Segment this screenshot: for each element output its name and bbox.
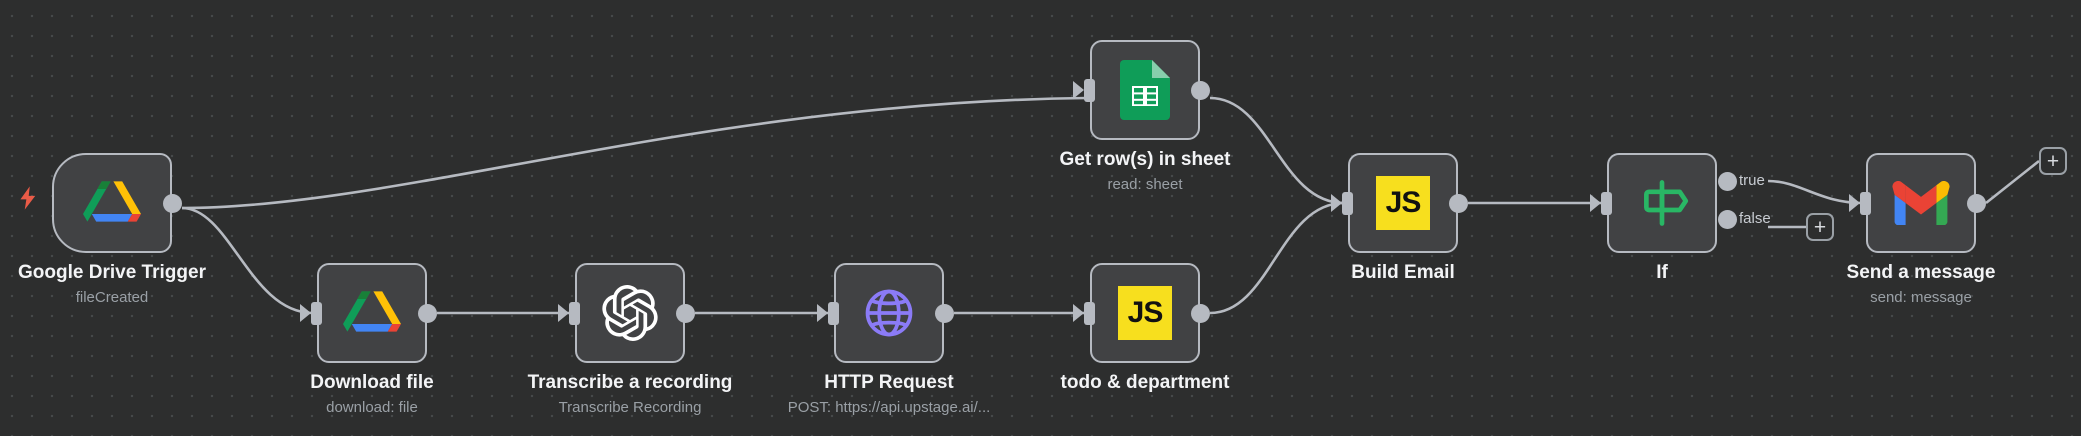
edge-send-a-message-to-add-after-send-a-message [1985,159,2040,205]
node-label-google-drive-trigger: Google Drive Trigger fileCreated [0,261,312,308]
node-subtitle-get-rows-in-sheet: read: sheet [1107,176,1183,193]
edge-google-drive-trigger-to-get-rows-in-sheet [181,96,1088,210]
node-title-get-rows-in-sheet: Get row(s) in sheet [1059,149,1231,170]
node-subtitle-transcribe-a-recording: Transcribe Recording [558,399,702,416]
output-port-if-true[interactable] [1717,171,1737,191]
output-port-http-request[interactable] [934,303,954,323]
input-port-send-a-message[interactable] [1849,191,1871,215]
add-after-send-a-message-icon[interactable]: + [2039,147,2067,175]
node-title-download-file: Download file [310,372,434,393]
node-subtitle-send-a-message: send: message [1870,289,1972,306]
edge-get-rows-in-sheet-to-build-email [1209,96,1345,205]
edge-todo-and-department-to-build-email [1209,201,1345,315]
node-build-email[interactable]: JS [1348,153,1458,253]
node-google-drive-trigger[interactable] [52,153,172,253]
node-if[interactable] [1607,153,1717,253]
input-port-http-request[interactable] [817,301,839,325]
node-http-request[interactable] [834,263,944,363]
node-label-build-email: Build Email [1203,261,1603,285]
google-sheets-icon [1120,60,1170,120]
node-label-get-rows-in-sheet: Get row(s) in sheet read: sheet [945,148,1345,195]
output-port-build-email[interactable] [1448,193,1468,213]
output-port-transcribe-a-recording[interactable] [675,303,695,323]
output-port-download-file[interactable] [417,303,437,323]
node-label-send-a-message: Send a message send: message [1721,261,2081,308]
node-title-todo-and-department: todo & department [1060,372,1230,393]
add-after-if-false-icon[interactable]: + [1806,213,1834,241]
node-label-todo-and-department: todo & department [945,371,1345,395]
output-port-todo-and-department[interactable] [1190,303,1210,323]
node-subtitle-download-file: download: file [326,399,418,416]
globe-icon [861,285,917,341]
node-title-build-email: Build Email [1351,262,1455,283]
output-port-send-a-message[interactable] [1966,193,1986,213]
javascript-icon: JS [1376,176,1430,230]
output-port-google-drive-trigger[interactable] [162,193,182,213]
output-port-if-false[interactable] [1717,209,1737,229]
google-drive-icon [343,287,401,339]
branch-label-true: true [1739,172,1765,189]
gmail-icon [1892,181,1950,225]
input-port-if[interactable] [1590,191,1612,215]
node-subtitle-google-drive-trigger: fileCreated [75,289,149,306]
javascript-icon: JS [1118,286,1172,340]
node-transcribe-a-recording[interactable] [575,263,685,363]
google-drive-icon [83,177,141,229]
input-port-get-rows-in-sheet[interactable] [1073,78,1095,102]
branch-label-false: false [1739,210,1771,227]
node-title-transcribe-a-recording: Transcribe a recording [527,372,733,393]
node-title-if: If [1656,262,1668,283]
edge-google-drive-trigger-to-download-file [181,206,314,315]
node-send-a-message[interactable] [1866,153,1976,253]
node-title-http-request: HTTP Request [824,372,954,393]
openai-icon [602,285,658,341]
output-port-get-rows-in-sheet[interactable] [1190,80,1210,100]
input-port-transcribe-a-recording[interactable] [558,301,580,325]
input-port-todo-and-department[interactable] [1073,301,1095,325]
node-download-file[interactable] [317,263,427,363]
signpost-icon [1634,175,1690,231]
node-subtitle-http-request: POST: https://api.upstage.ai/... [787,399,991,416]
input-port-build-email[interactable] [1331,191,1353,215]
node-title-google-drive-trigger: Google Drive Trigger [18,262,206,283]
input-port-download-file[interactable] [300,301,322,325]
node-label-if: If [1462,261,1862,285]
lightning-bolt-icon [14,182,42,214]
edge-if-true-to-send-a-message [1767,179,1863,205]
node-todo-and-department[interactable]: JS [1090,263,1200,363]
node-label-download-file: Download file download: file [172,371,572,418]
node-get-rows-in-sheet[interactable] [1090,40,1200,140]
node-title-send-a-message: Send a message [1846,262,1996,283]
